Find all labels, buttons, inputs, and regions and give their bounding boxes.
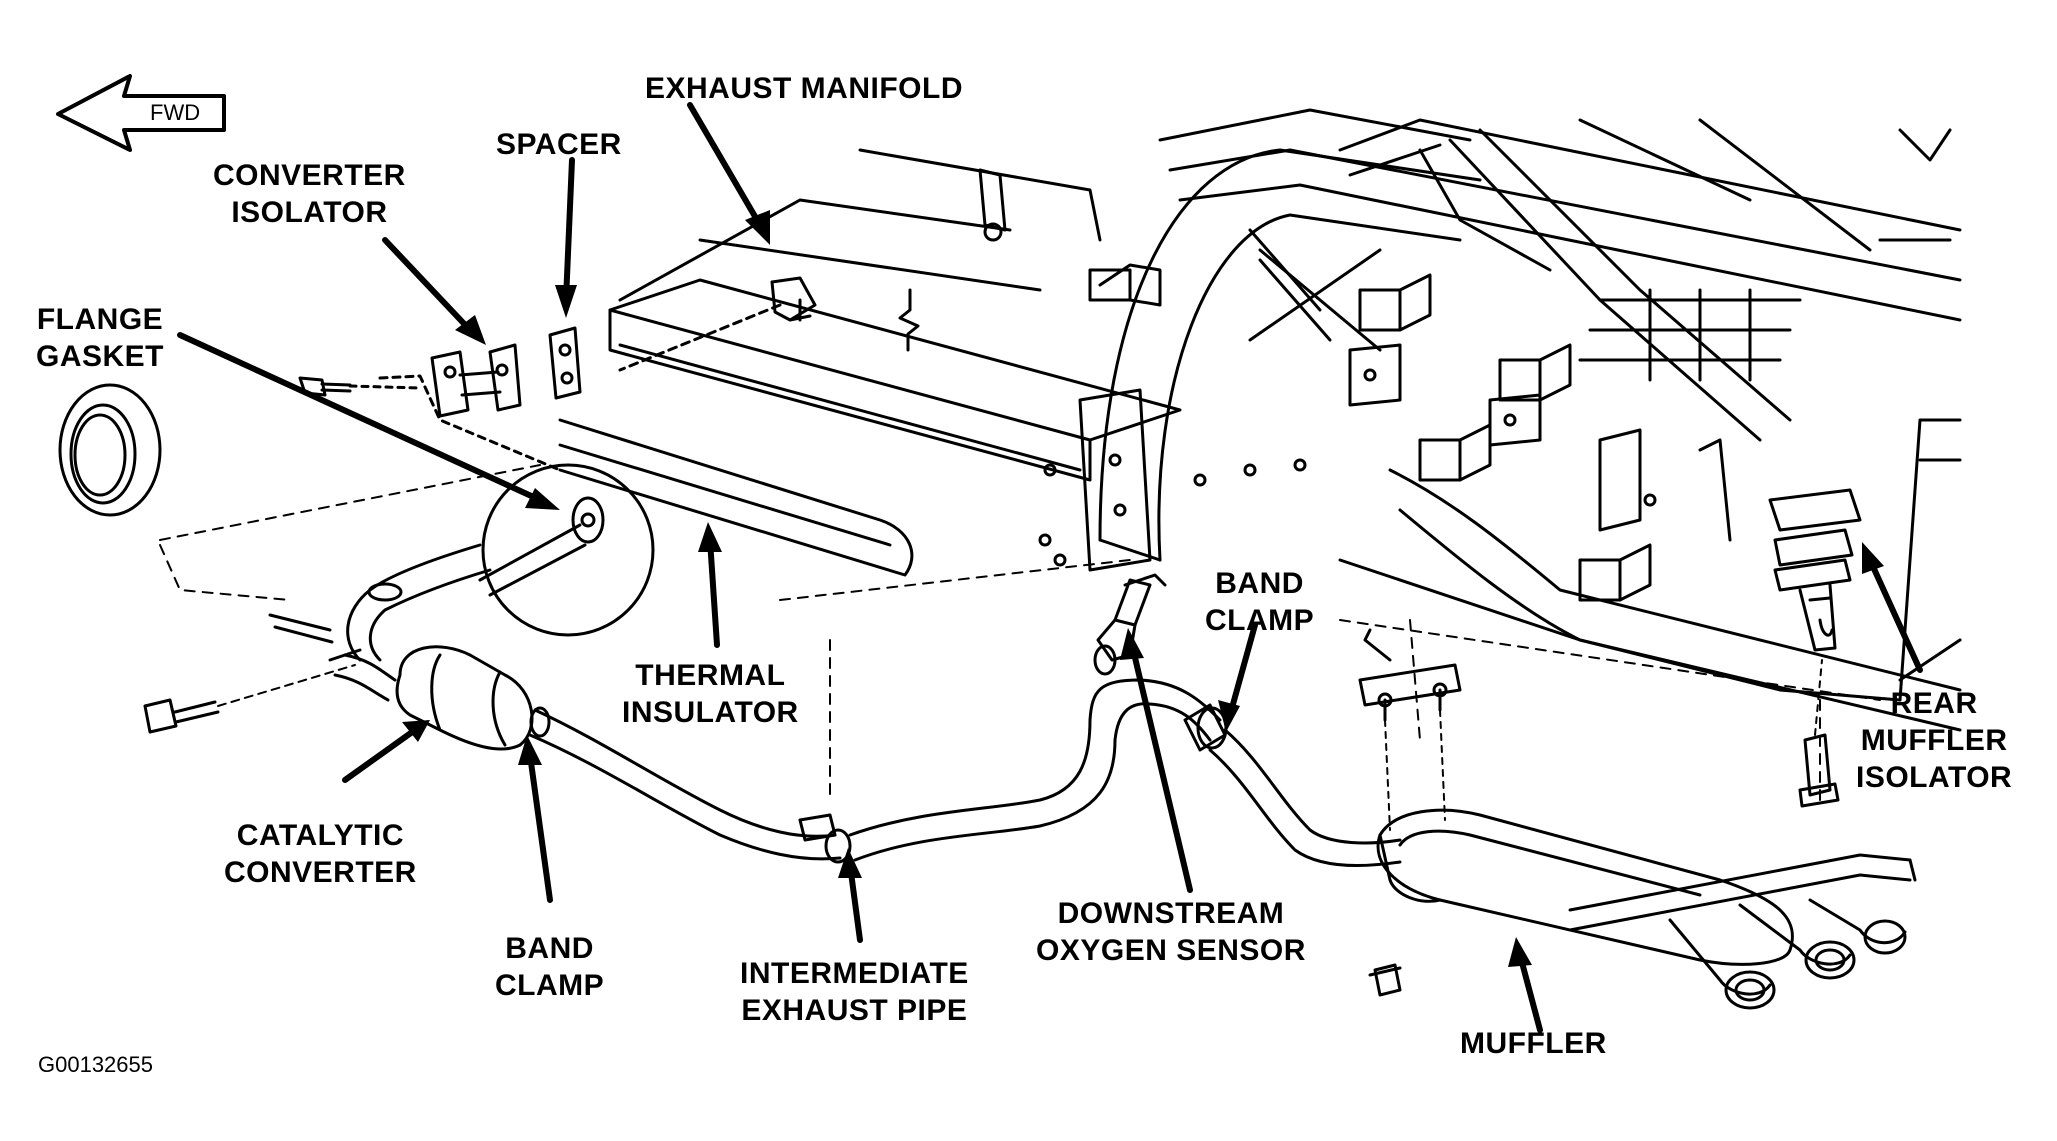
- rear-muffler-isolator-part: [1768, 488, 1862, 808]
- label-rear-muffler-isolator: REAR MUFFLER ISOLATOR: [1856, 687, 2013, 794]
- label-catalytic-converter: CATALYTIC CONVERTER: [224, 819, 417, 889]
- label-converter-isolator: CONVERTER ISOLATOR: [213, 159, 406, 229]
- label-muffler: MUFFLER: [1460, 1027, 1607, 1060]
- leader-lines: [177, 102, 1923, 1033]
- fwd-label: FWD: [150, 100, 201, 125]
- isolator-bolt: [298, 374, 562, 472]
- flange-gasket-part: [58, 383, 162, 517]
- fwd-arrow-icon: [56, 74, 226, 152]
- label-band-clamp-rear: BAND CLAMP: [1205, 567, 1315, 637]
- figure-code: G00132655: [38, 1052, 153, 1077]
- label-spacer: SPACER: [496, 128, 622, 161]
- label-band-clamp-front: BAND CLAMP: [495, 932, 605, 1002]
- alignment-leaders: [159, 464, 1881, 801]
- muffler-part: [1376, 808, 1917, 1010]
- spacer-part: [548, 326, 582, 400]
- manifold-flange: [618, 276, 817, 372]
- leader-arrowheads: [402, 210, 1884, 967]
- vehicle-frame: [558, 108, 1962, 732]
- label-thermal-insulator: THERMAL INSULATOR: [622, 659, 799, 729]
- flange-detail-circle: [478, 463, 655, 637]
- label-downstream-oxygen-sensor: DOWNSTREAM OXYGEN SENSOR: [1036, 897, 1306, 967]
- exhaust-pipe-run: [143, 543, 1402, 868]
- converter-isolator-part: [430, 343, 522, 418]
- muffler-hanger: [1358, 628, 1462, 997]
- label-flange-gasket: FLANGE GASKET: [36, 303, 165, 373]
- label-intermediate-exhaust-pipe: INTERMEDIATE EXHAUST PIPE: [740, 957, 969, 1027]
- label-exhaust-manifold: EXHAUST MANIFOLD: [645, 72, 963, 105]
